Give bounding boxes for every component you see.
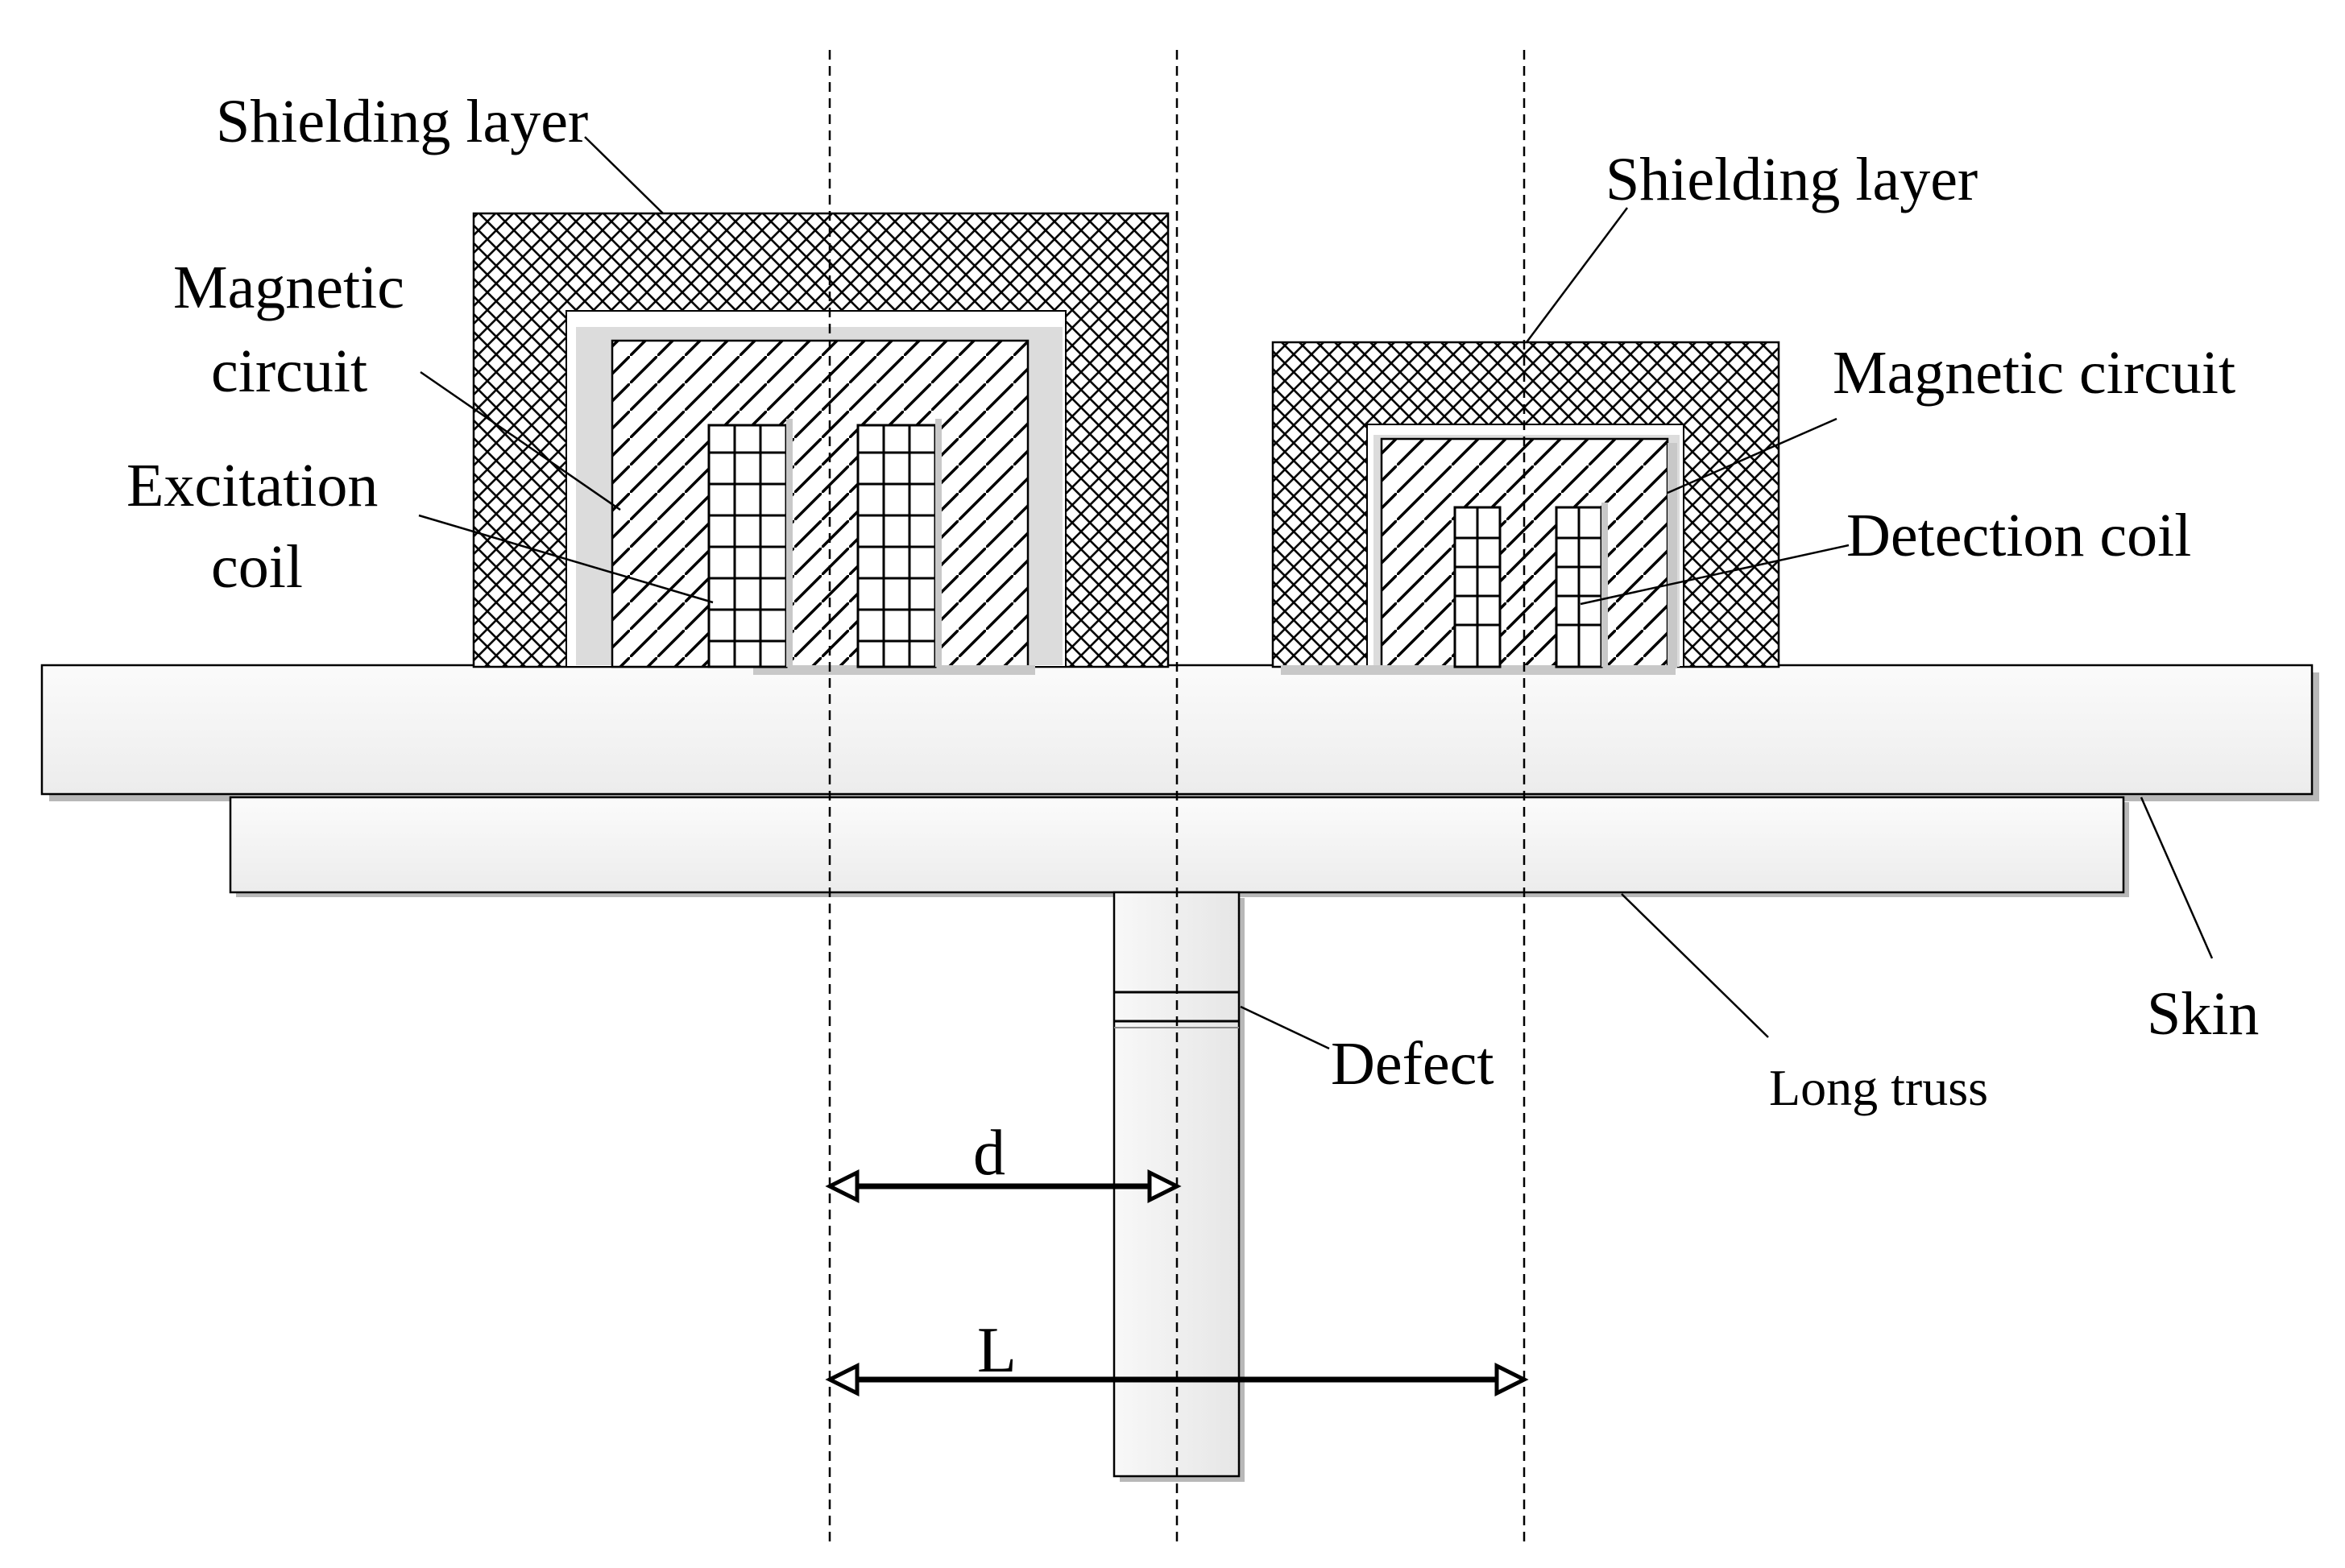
leader-detection — [1580, 544, 1850, 606]
magnetic-circuit-left-label-line1: Magnetic — [173, 254, 404, 321]
detection-coil-right — [1555, 503, 1608, 668]
skin-plate — [40, 664, 2319, 801]
dimension-d-label: d — [973, 1118, 1005, 1189]
detection-sensor — [1271, 341, 1780, 675]
magnetic-circuit-right-label: Magnetic circuit — [1833, 339, 2235, 407]
excitation-coil-label-line1: Excitation — [126, 452, 378, 519]
leader-skin — [2140, 796, 2214, 959]
leader-shielding-left — [584, 136, 664, 214]
shielding-layer-left-label: Shielding layer — [216, 88, 588, 155]
detection-coil-label: Detection coil — [1846, 502, 2191, 569]
shielding-layer-right-label: Shielding layer — [1605, 146, 1978, 213]
detection-coil-left — [1453, 506, 1502, 668]
leader-shielding-right — [1525, 207, 1629, 343]
excitation-coil-left — [707, 419, 793, 668]
long-truss-label: Long truss — [1769, 1059, 1988, 1116]
long-truss-plate — [229, 796, 2129, 897]
magnetic-circuit-left — [611, 339, 1030, 668]
leader-magnetic-right — [1667, 417, 1837, 494]
skin-label: Skin — [2147, 980, 2259, 1048]
defect-label: Defect — [1331, 1030, 1494, 1098]
leader-long-truss — [1621, 893, 1769, 1038]
leader-defect — [1240, 1005, 1330, 1050]
dimension-d — [825, 1169, 1182, 1204]
leader-excitation — [418, 514, 714, 604]
leader-magnetic-left — [420, 370, 621, 511]
excitation-coil-label-line2: coil — [211, 533, 303, 601]
magnetic-circuit-left-label-line2: circuit — [211, 337, 367, 405]
dimension-L — [825, 1362, 1529, 1397]
excitation-sensor — [472, 212, 1170, 675]
excitation-coil-right — [856, 419, 942, 668]
dimension-L-label: L — [977, 1315, 1017, 1386]
